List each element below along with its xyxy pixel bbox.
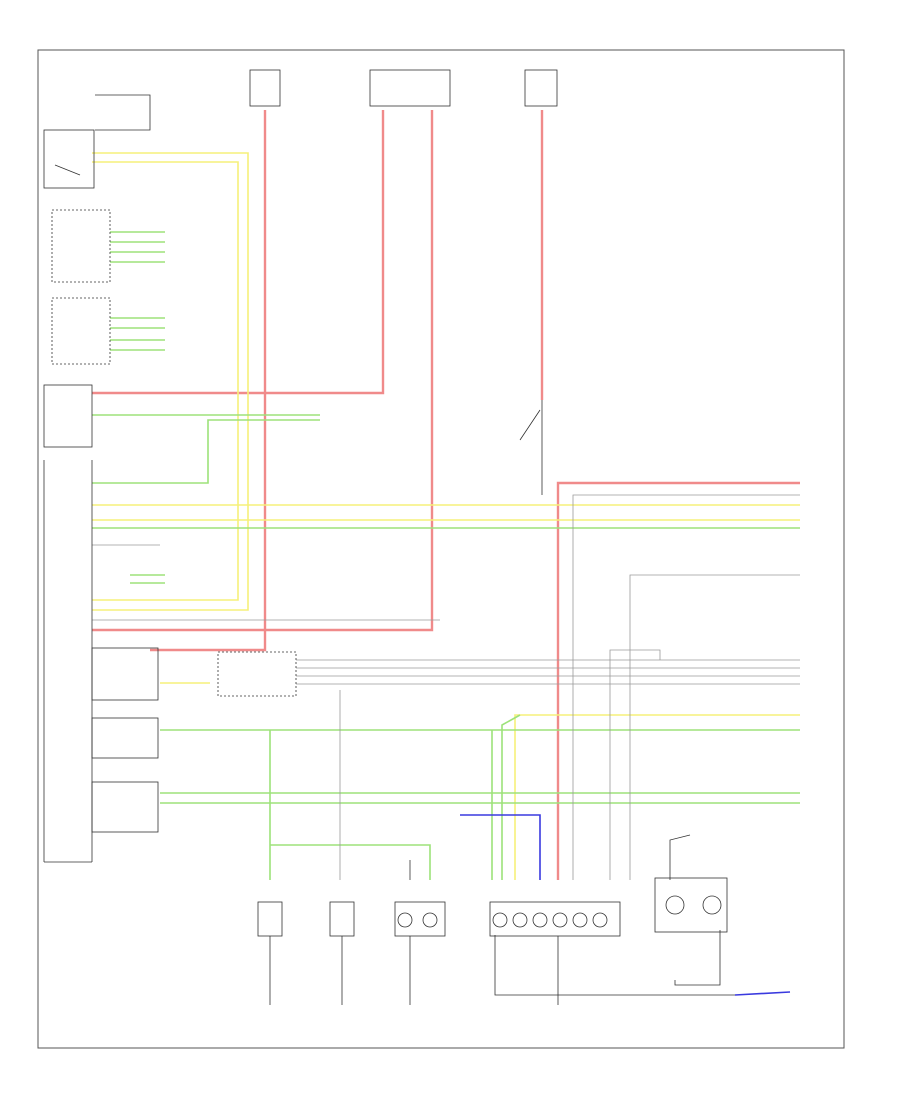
gray-wire-g[interactable] [572,494,800,880]
red-wire-a[interactable] [150,110,267,652]
gray-wires [92,494,800,880]
component-module-2[interactable] [51,297,111,365]
wires [92,94,800,996]
component-lamp-2[interactable] [329,901,355,937]
black-wires [95,94,735,996]
blue-wire-a[interactable] [460,814,541,880]
component-fuse-2[interactable] [369,69,451,107]
lamp-bulb-6 [552,912,568,928]
yellow-wire-a[interactable] [92,152,249,611]
component-fuse-block[interactable] [217,651,297,697]
lamp-bulb-1 [397,912,413,928]
component-lamp-3[interactable] [394,901,446,937]
blue-wires [460,814,791,996]
blue-wire-b[interactable] [734,991,791,996]
green-wire-j[interactable] [92,419,320,484]
component-fuse-1[interactable] [249,69,281,107]
yellow-wire-f[interactable] [514,714,800,880]
green-wires [92,231,800,880]
lamp-bulb-4 [512,912,528,928]
lamp-bulb-3 [492,912,508,928]
black-wire-d [674,930,721,986]
red-wire-c[interactable] [92,110,434,632]
red-wire-b[interactable] [92,110,385,395]
component-switch-top-left[interactable] [43,129,95,189]
lamp-bulb-9 [665,895,685,915]
component-relay-2[interactable] [91,717,159,759]
green-wire-p[interactable] [270,844,431,880]
component-relay-3[interactable] [91,781,159,833]
black-wire-e [669,834,691,880]
component-relay-1[interactable] [91,647,159,701]
component-lamp-1[interactable] [257,901,283,937]
yellow-wires [92,152,800,880]
yellow-wire-b[interactable] [92,161,239,601]
lamp-bulb-7 [572,912,588,928]
component-module-1[interactable] [51,209,111,283]
component-lamp-4[interactable] [654,877,728,933]
lamp-bulb-10 [702,895,722,915]
component-control-unit[interactable] [43,384,93,448]
green-wire-r[interactable] [501,714,521,880]
black-wire-a [95,94,151,131]
gray-wire-h[interactable] [609,649,661,880]
lamp-bulb-8 [592,912,608,928]
red-wires [92,110,800,880]
diagram-frame [37,49,845,1049]
components [43,69,728,937]
grounds [269,936,559,1005]
switch-contact [54,164,81,176]
component-fuse-3[interactable] [524,69,558,107]
lamp-bulb-2 [422,912,438,928]
red-wire-e[interactable] [556,481,800,880]
component-lamp-cluster[interactable] [489,901,621,937]
lamp-bulb-5 [532,912,548,928]
gray-wire-f[interactable] [629,574,800,880]
black-wire-c [494,935,735,996]
door-switch-contact [519,409,541,441]
